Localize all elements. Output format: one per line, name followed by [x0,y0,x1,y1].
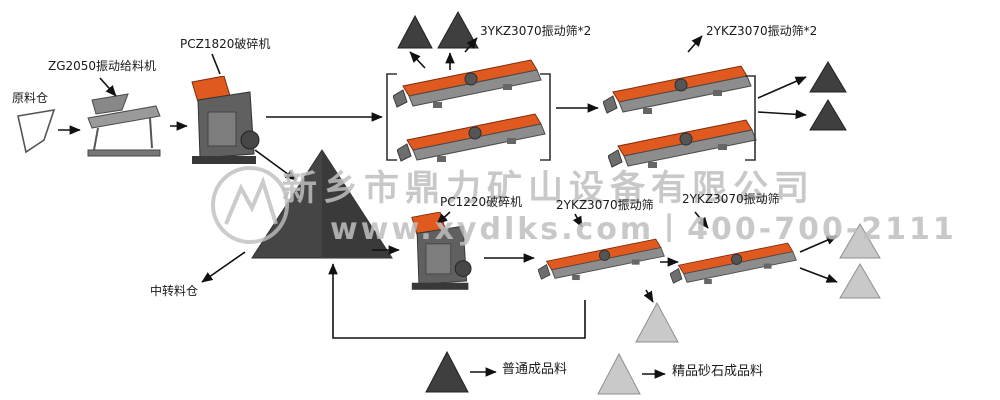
dark-pile-icon [809,99,847,131]
group2-right-bracket [745,75,756,161]
label-secondary-crusher: PC1220破碎机 [440,195,523,209]
label-transfer-bin: 中转料仓 [150,284,199,298]
legend-dark-pile-icon [425,350,469,393]
watermark-logo-icon [211,166,289,244]
raw-bin-icon [17,108,56,154]
vibrating-feeder-illustration [87,93,161,157]
secondary-crusher-illustration [411,212,472,291]
dark-pile-icon [437,10,479,49]
group1-right-bracket [540,73,551,161]
transfer-pile-icon [251,149,393,259]
label-screen-group-2: 2YKZ3070振动筛*2 [706,24,818,38]
label-legend-coarse: 普通成品料 [502,362,568,377]
light-pile-icon [635,301,679,343]
legend-light-pile-icon [597,352,641,395]
group1-left-bracket [386,73,397,161]
dark-pile-icon [809,61,847,93]
light-pile-icon [839,223,881,259]
screen-group2-top-illustration [603,65,752,115]
label-primary-crusher: PCZ1820破碎机 [180,37,271,51]
primary-crusher-illustration [191,76,260,165]
screen-3-illustration [538,238,665,281]
screen-group2-bottom-illustration [608,119,757,169]
label-screen-group-1: 3YKZ3070振动筛*2 [480,24,592,38]
label-legend-fine: 精品砂石成品料 [672,364,764,379]
screen-4-illustration [670,242,797,285]
label-screen-4: 2YKZ3070振动筛 [682,192,780,206]
screen-1-illustration [393,59,542,109]
label-raw-bin: 原料仓 [12,91,49,105]
label-screen-3: 2YKZ3070振动筛 [556,198,654,212]
dark-pile-icon [397,14,433,49]
light-pile-icon [839,263,881,299]
flow-arrows [58,35,838,379]
label-feeder: ZG2050振动给料机 [48,59,157,73]
screen-2-illustration [397,113,546,163]
